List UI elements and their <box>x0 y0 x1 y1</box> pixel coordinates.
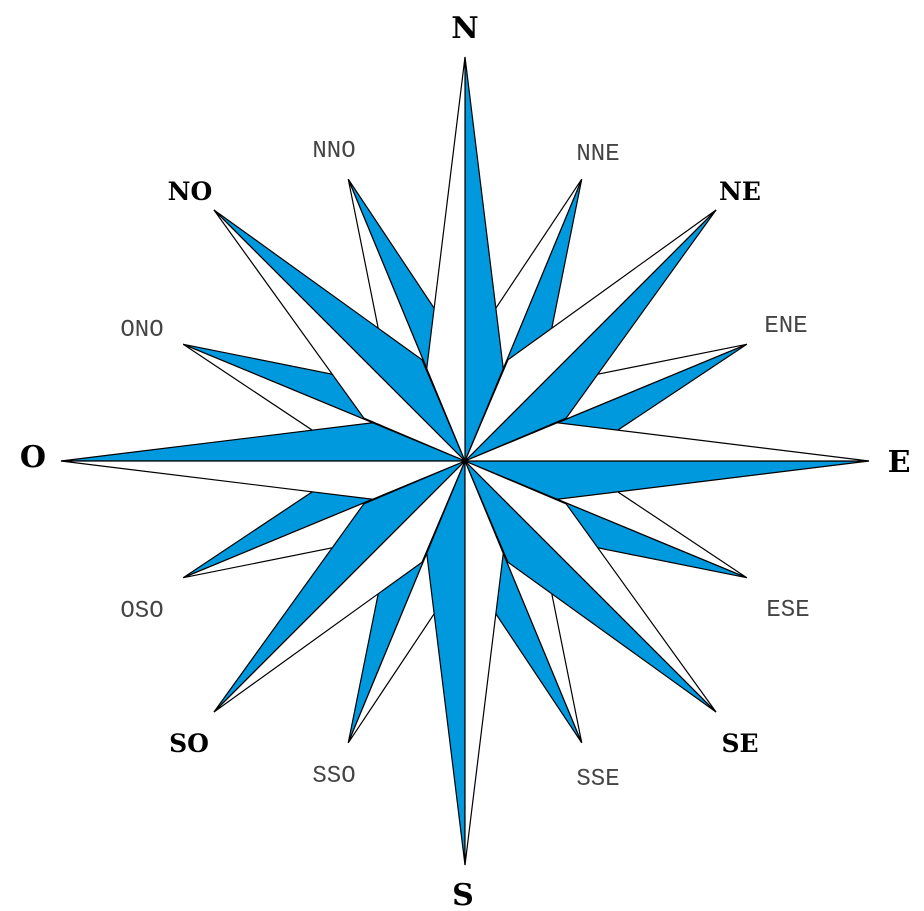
label-n: N <box>451 11 478 46</box>
label-nne: NNE <box>576 141 619 168</box>
label-o: O <box>20 440 46 475</box>
label-s: S <box>452 878 474 911</box>
label-sse: SSE <box>576 766 619 793</box>
label-no: NO <box>168 177 213 206</box>
label-ese: ESE <box>766 597 809 624</box>
label-nno: NNO <box>312 138 355 165</box>
label-sso: SSO <box>312 763 355 790</box>
label-e: E <box>888 445 911 480</box>
label-oso: OSO <box>120 598 163 625</box>
label-se: SE <box>721 729 758 758</box>
label-so: SO <box>169 729 209 758</box>
label-ono: ONO <box>120 317 163 344</box>
label-ne: NE <box>719 177 761 206</box>
label-ene: ENE <box>764 313 807 340</box>
